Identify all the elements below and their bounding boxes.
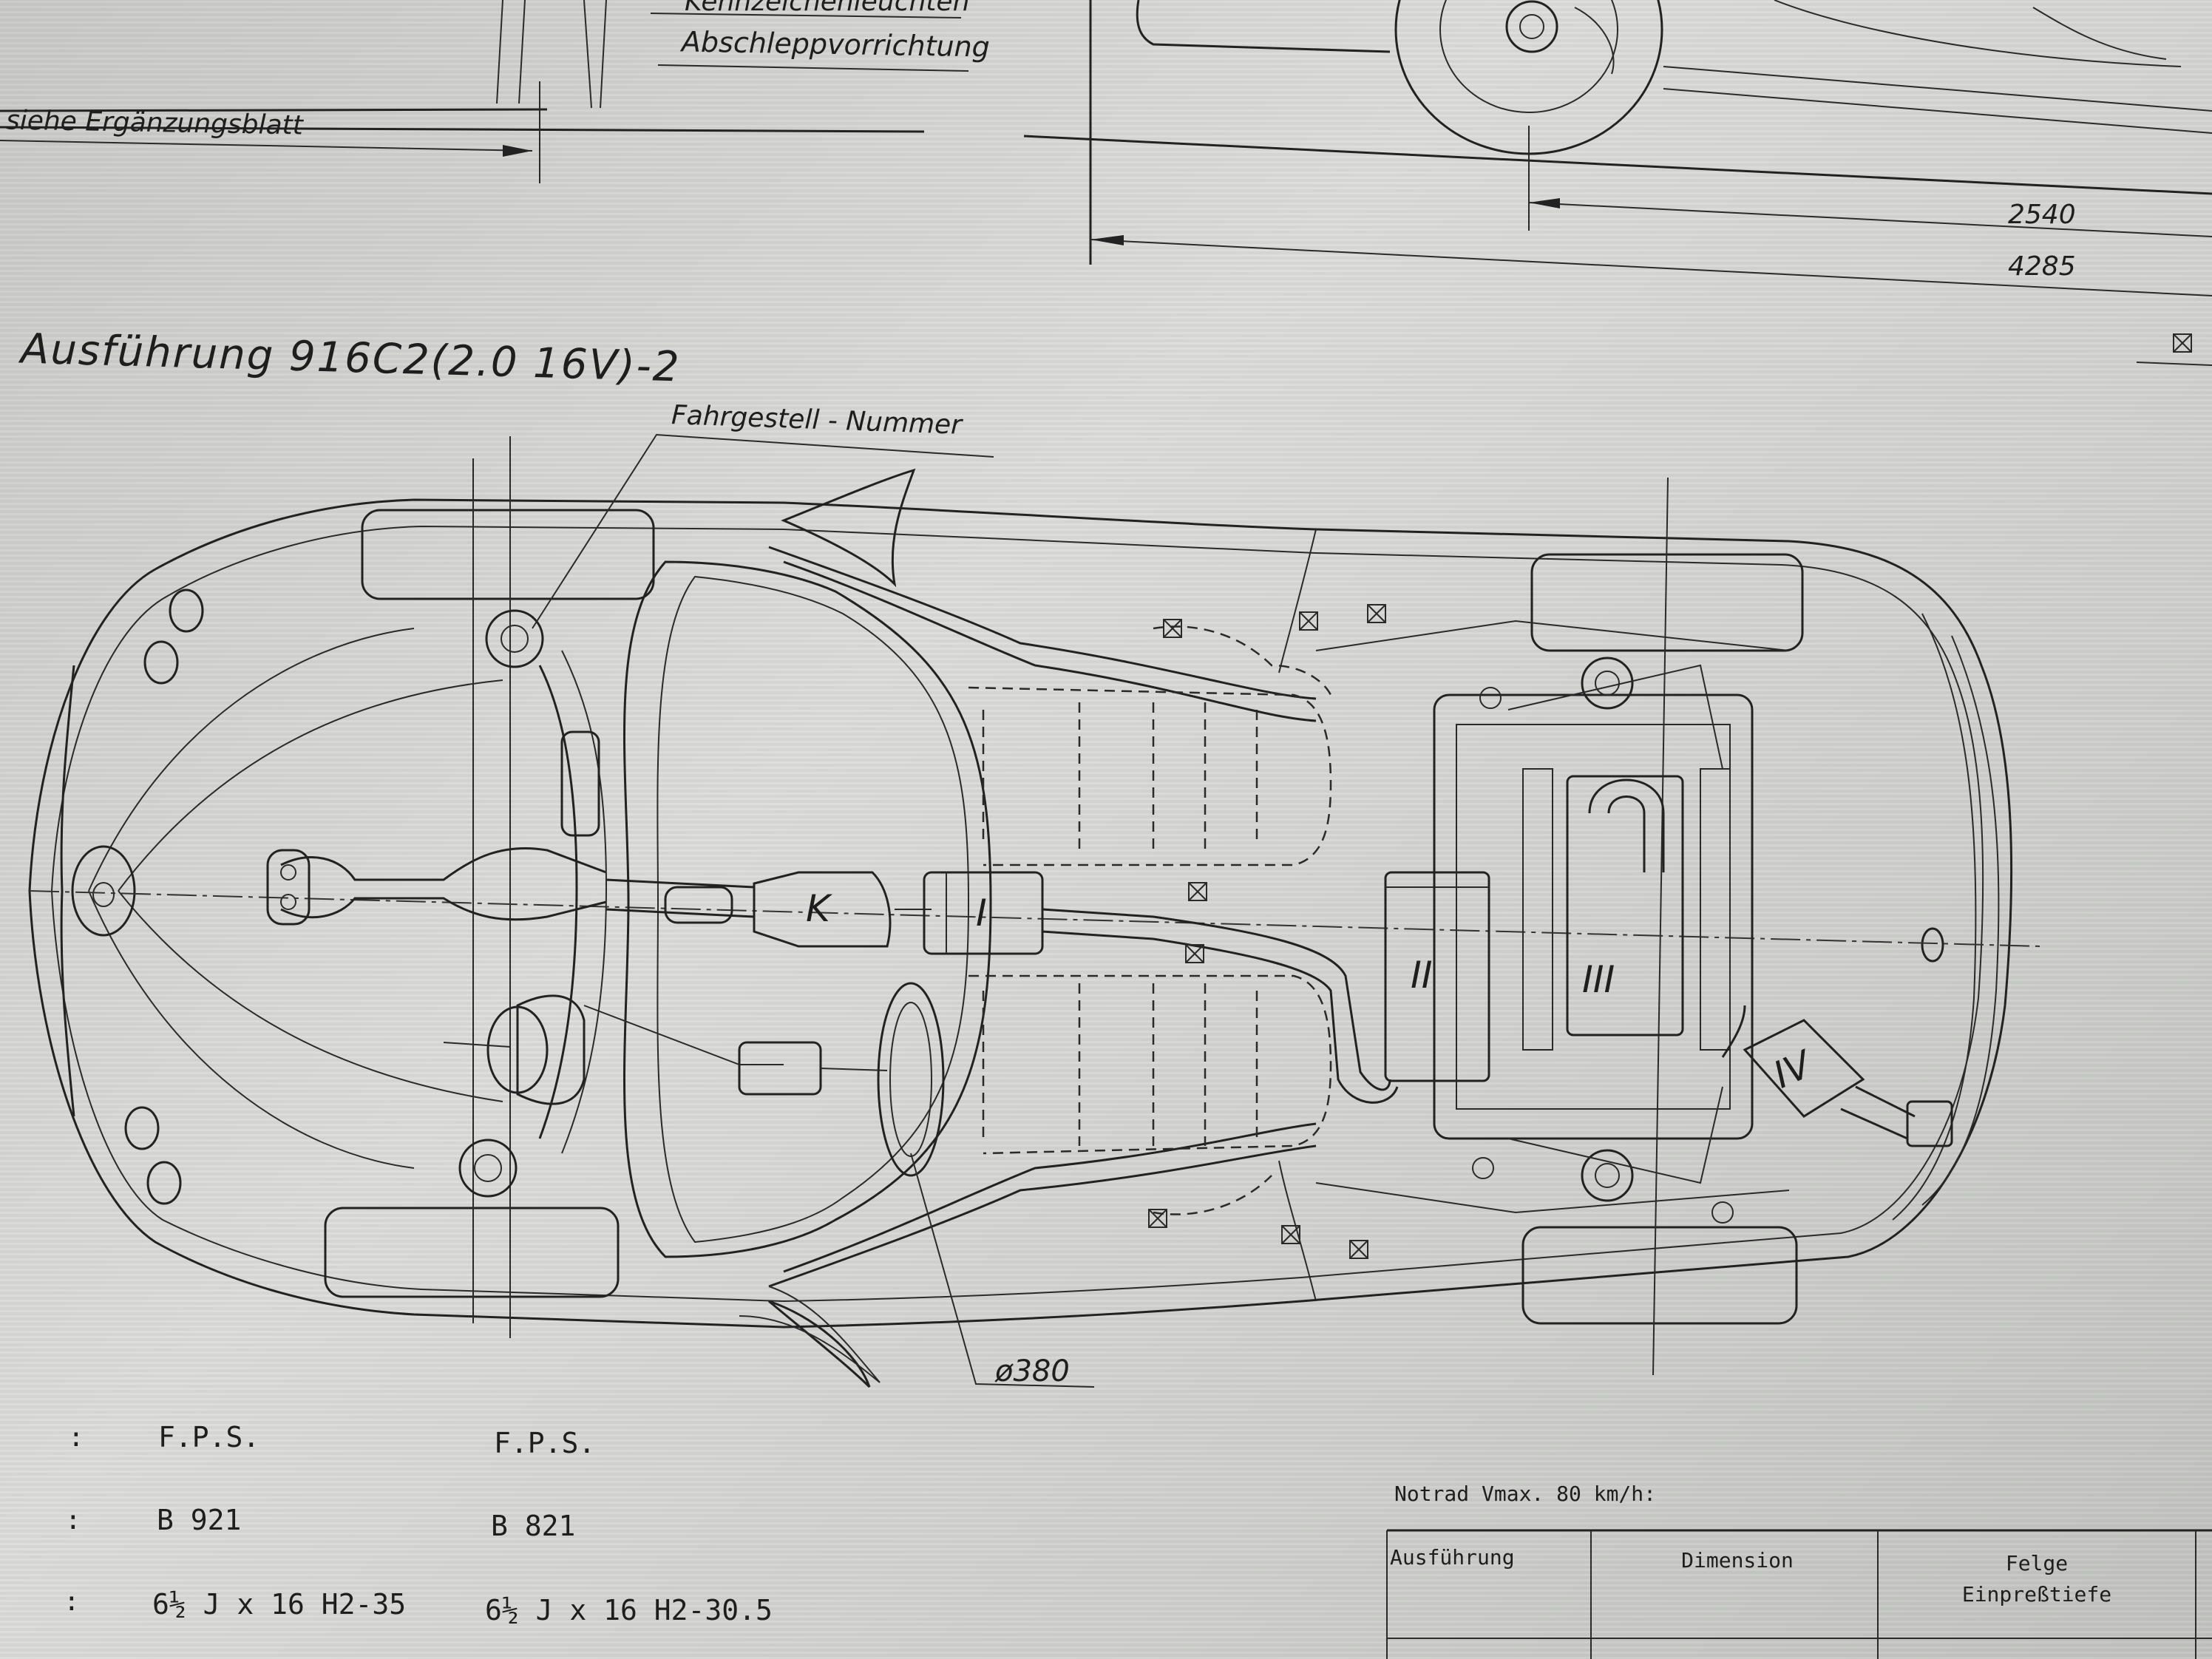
spec-row2-col2: B 821 bbox=[491, 1510, 576, 1542]
spec-row2-col1: B 921 bbox=[157, 1504, 242, 1536]
spare-wheel-table-lines bbox=[1386, 1529, 2212, 1659]
top-view-car bbox=[28, 433, 2041, 1388]
spec-row1-col2: F.P.S. bbox=[494, 1427, 596, 1459]
table-header-rim: Felge bbox=[2005, 1551, 2069, 1575]
spec-row3-col1: 6½ J x 16 H2-35 bbox=[152, 1588, 407, 1621]
supplement-sheet-note: siehe Ergänzungsblatt bbox=[5, 105, 304, 141]
table-header-offset: Einpreßtiefe bbox=[1961, 1582, 2112, 1607]
spec-row3-col2: 6½ J x 16 H2-30.5 bbox=[485, 1594, 773, 1626]
table-header-dimension: Dimension bbox=[1681, 1548, 1794, 1573]
muffler-2-label: II bbox=[1411, 954, 1433, 997]
steering-wheel-diameter: ø380 bbox=[995, 1354, 1070, 1388]
spec-bullet: : bbox=[68, 1422, 84, 1453]
catalyst-label: K bbox=[806, 887, 830, 930]
wheelbase-dimension: 2540 bbox=[2008, 200, 2076, 230]
muffler-1-label: I bbox=[976, 892, 987, 934]
side-view-left-fragment bbox=[0, 0, 969, 183]
muffler-3-label: III bbox=[1582, 958, 1615, 1001]
spec-bullet: : bbox=[65, 1505, 81, 1536]
spec-row1-col1: F.P.S. bbox=[158, 1421, 260, 1453]
tow-device-label: Abschleppvorrichtung bbox=[681, 25, 991, 64]
overall-length-dimension: 4285 bbox=[2008, 251, 2076, 282]
spare-wheel-note: Notrad Vmax. 80 km/h: bbox=[1394, 1482, 1657, 1506]
partial-label-top: Kennzeichenleuchten bbox=[685, 0, 970, 17]
table-header-version: Ausführung bbox=[1390, 1545, 1515, 1570]
side-view-right-fragment bbox=[1023, 0, 2212, 366]
spec-bullet: : bbox=[64, 1587, 80, 1617]
